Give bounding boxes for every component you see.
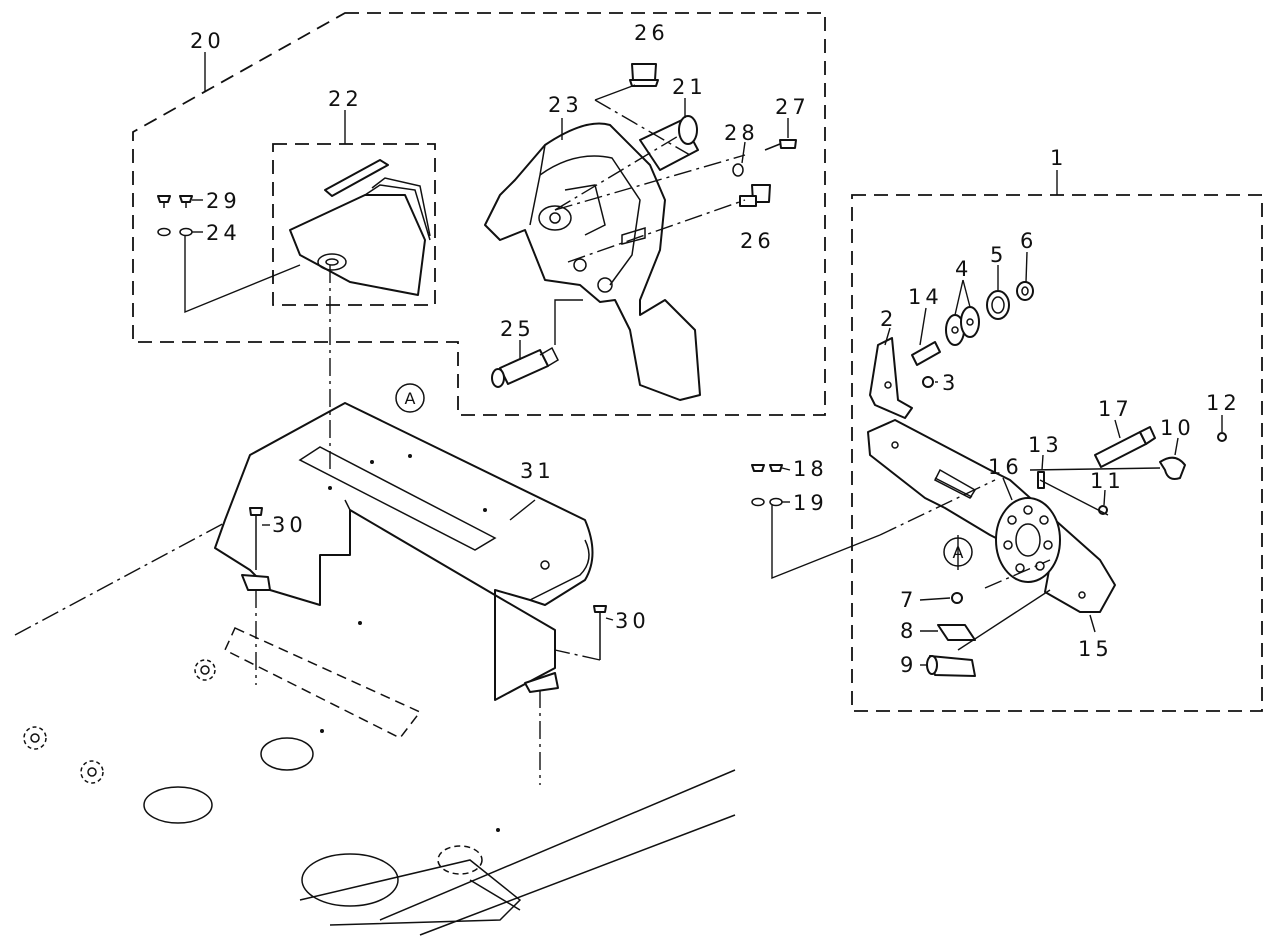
callout-25: 25 — [500, 317, 535, 341]
washer-24-pair — [157, 227, 193, 237]
screw-7 — [951, 592, 963, 604]
part-14-stud — [911, 341, 941, 366]
callout-7: 7 — [900, 588, 917, 612]
spring-5 — [986, 290, 1010, 320]
part-22-thread-guide — [289, 159, 431, 296]
callout-9: 9 — [900, 653, 917, 677]
callout-23: 23 — [548, 93, 583, 117]
callout-29: 29 — [206, 189, 241, 213]
screw-30-left — [249, 507, 263, 570]
screw-30-right — [593, 605, 607, 660]
callout-4: 4 — [955, 257, 972, 281]
reference-mark-a-top: A — [395, 383, 425, 413]
callout-labels: 20 22 26 21 23 27 28 26 29 24 25 31 30 3… — [190, 21, 1241, 677]
hook-10 — [1159, 456, 1186, 480]
callout-21: 21 — [672, 75, 707, 99]
callout-8: 8 — [900, 619, 917, 643]
callout-6: 6 — [1020, 229, 1037, 253]
callout-19: 19 — [793, 491, 828, 515]
disc-4-pair — [945, 306, 980, 346]
callout-22: 22 — [328, 87, 363, 111]
screw-18-pair — [751, 464, 783, 472]
part-25-stud — [491, 346, 559, 388]
part-15-base-bracket — [867, 419, 1116, 613]
group-20-boundary — [132, 12, 826, 416]
screw-12 — [1217, 432, 1227, 442]
callout-11: 11 — [1090, 469, 1125, 493]
callout-1: 1 — [1050, 146, 1067, 170]
callout-20: 20 — [190, 29, 225, 53]
screw-29-pair — [157, 195, 193, 208]
machine-bed — [14, 509, 736, 936]
leader-lines — [184, 52, 1223, 785]
callout-5: 5 — [990, 243, 1007, 267]
screw-3 — [922, 376, 934, 388]
callout-16: 16 — [988, 455, 1023, 479]
shaft-17 — [1094, 426, 1156, 468]
callout-14: 14 — [908, 285, 943, 309]
callout-24: 24 — [206, 221, 241, 245]
nut-6 — [1016, 281, 1034, 301]
callout-26-bottom: 26 — [740, 229, 775, 253]
callout-13: 13 — [1028, 433, 1063, 457]
part-21-shaft — [639, 115, 699, 171]
reference-mark-a-right-label: A — [953, 543, 964, 562]
reference-mark-a-right: A — [943, 537, 973, 567]
callout-3: 3 — [942, 371, 959, 395]
part-16-pulley — [995, 497, 1061, 583]
callout-30-right: 30 — [615, 609, 650, 633]
callout-31: 31 — [520, 459, 555, 483]
part-31-cover — [214, 402, 594, 701]
screw-27 — [764, 139, 797, 151]
part-23-winder-cover — [484, 122, 701, 401]
callout-15: 15 — [1078, 637, 1113, 661]
block-8 — [937, 624, 976, 641]
callout-12: 12 — [1206, 391, 1241, 415]
part-2-bracket — [869, 337, 913, 419]
callout-17: 17 — [1098, 397, 1133, 421]
callout-26-top: 26 — [634, 21, 669, 45]
washer-28 — [732, 163, 744, 177]
reference-mark-a-top-label: A — [405, 389, 416, 408]
callout-27: 27 — [775, 95, 810, 119]
callout-10: 10 — [1160, 416, 1195, 440]
screw-26-bottom — [739, 184, 771, 207]
callout-28: 28 — [724, 121, 759, 145]
screw-26-top — [629, 63, 659, 87]
group-22-boundary — [272, 143, 436, 306]
callout-30-left: 30 — [272, 513, 307, 537]
cushion-9 — [926, 655, 976, 677]
washer-19-pair — [751, 497, 783, 507]
callout-18: 18 — [793, 457, 828, 481]
callout-2: 2 — [880, 307, 897, 331]
